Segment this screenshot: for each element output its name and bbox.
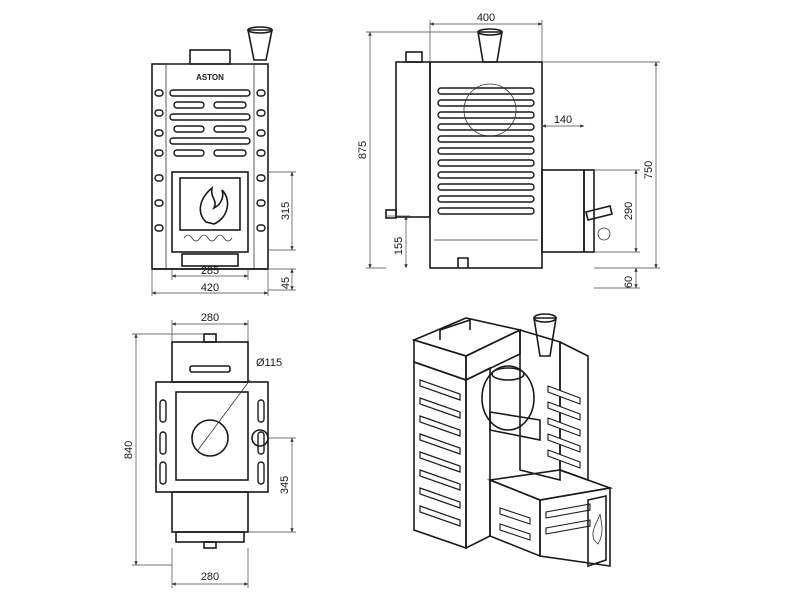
iso-firebox-top bbox=[486, 469, 614, 501]
dim-side-base-height: 60 bbox=[623, 276, 635, 288]
side-foot bbox=[457, 257, 469, 268]
dim-side-tunnel-height: 290 bbox=[623, 202, 635, 220]
iso-door bbox=[587, 495, 607, 568]
door-glass bbox=[179, 177, 241, 231]
front-grille bbox=[154, 89, 266, 232]
side-grille bbox=[437, 87, 535, 215]
dim-front-total-width: 420 bbox=[201, 282, 219, 294]
dim-top-pipe-diameter: Ø115 bbox=[256, 357, 282, 369]
dim-side-body-height: 750 bbox=[643, 161, 655, 179]
chimney-outlet bbox=[189, 49, 231, 65]
top-tank bbox=[171, 341, 249, 383]
iso-firebox-front bbox=[539, 487, 611, 567]
dim-front-inner-width: 285 bbox=[201, 265, 219, 277]
pipe-icon bbox=[247, 29, 273, 61]
iso-pipe-icon bbox=[533, 317, 557, 357]
side-dimensions: 400 875 140 750 290 155 60 bbox=[357, 12, 660, 289]
dim-top-width: 280 bbox=[201, 312, 219, 324]
front-view: ASTON bbox=[151, 26, 296, 296]
side-view: 400 875 140 750 290 155 60 bbox=[357, 12, 660, 289]
dim-top-length: 840 bbox=[123, 441, 135, 459]
iso-heat-exchanger bbox=[481, 365, 535, 431]
dim-side-tap-height: 155 bbox=[393, 237, 405, 255]
air-vent-icon bbox=[597, 227, 611, 241]
side-pipe-icon bbox=[477, 31, 503, 63]
chimney-hole bbox=[191, 419, 229, 457]
firebox-door bbox=[171, 171, 249, 253]
tank-tap bbox=[385, 209, 397, 219]
dim-top-bottom-width: 280 bbox=[201, 571, 219, 583]
ash-grate-icon bbox=[183, 234, 233, 242]
top-body bbox=[155, 381, 269, 493]
dim-front-door-height: 315 bbox=[280, 202, 292, 220]
isometric-cutaway bbox=[411, 313, 614, 568]
dim-side-depth: 400 bbox=[477, 12, 495, 24]
top-dimensions: 280 Ø115 840 345 280 bbox=[123, 312, 296, 588]
dim-top-offset: 345 bbox=[279, 476, 291, 494]
flame-icon bbox=[199, 185, 229, 225]
dim-side-tank-offset: 140 bbox=[554, 114, 572, 126]
top-slots bbox=[159, 399, 265, 485]
water-tank bbox=[395, 61, 431, 218]
brand-logo: ASTON bbox=[196, 73, 224, 82]
dim-front-leg-height: 45 bbox=[280, 277, 292, 289]
iso-handle bbox=[439, 318, 471, 340]
iso-flame-icon bbox=[592, 513, 603, 545]
top-view: 280 Ø115 840 345 280 bbox=[123, 312, 296, 588]
front-dimensions: 285 420 315 45 bbox=[151, 171, 296, 296]
firebox-tunnel bbox=[541, 169, 585, 253]
side-body bbox=[429, 61, 543, 269]
door-handle bbox=[585, 205, 613, 221]
heat-exchanger bbox=[463, 83, 517, 137]
dim-side-total-height: 875 bbox=[357, 141, 369, 159]
ash-drawer bbox=[181, 253, 239, 267]
top-tunnel bbox=[171, 491, 249, 533]
